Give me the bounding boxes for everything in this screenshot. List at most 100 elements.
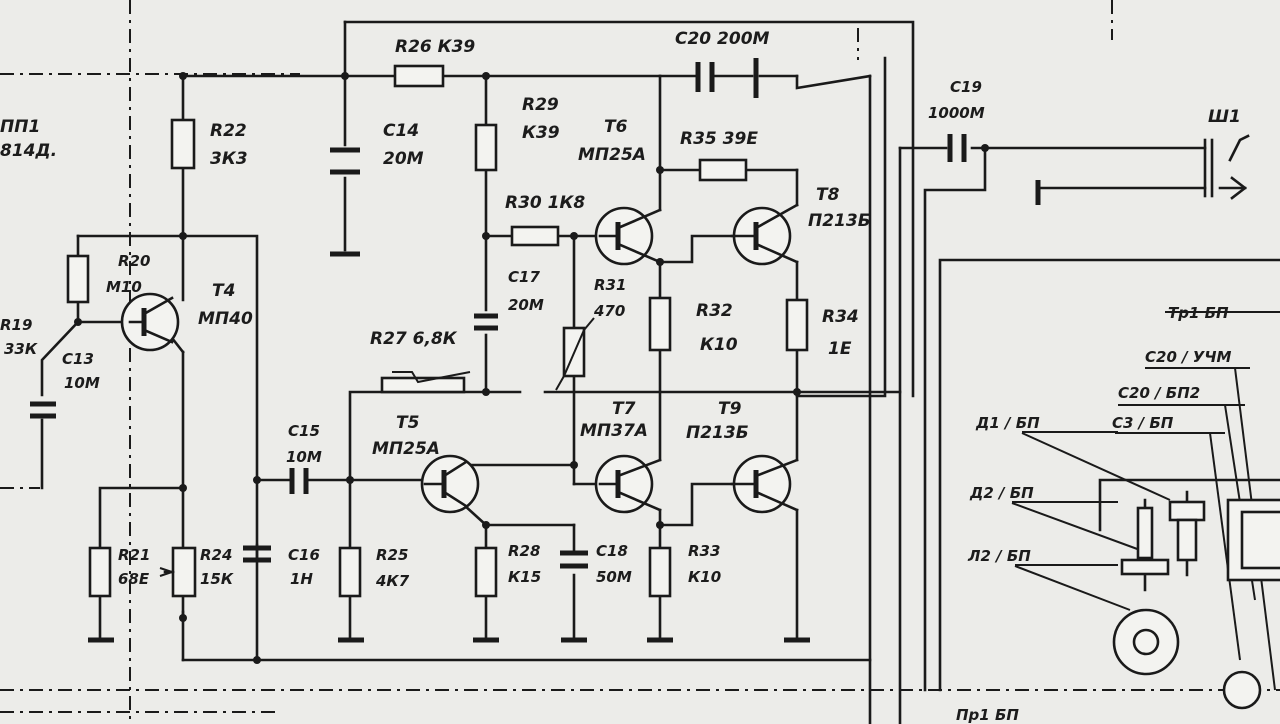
capacitor-c13 (30, 401, 56, 419)
capacitor-c17 (474, 313, 498, 331)
label-r27: R27 6,8К (370, 329, 458, 349)
label-r25-value: 4К7 (375, 572, 410, 590)
label-r33-value: К10 (688, 568, 721, 586)
diode-d2 (1120, 498, 1170, 592)
resistor-r26 (393, 64, 445, 88)
label-t5-type: МП25А (372, 439, 440, 459)
lamp-l2 (1112, 608, 1180, 676)
label-r32-value: К10 (700, 335, 738, 355)
label-c20-uchm: С20 / УЧМ (1145, 348, 1231, 366)
transformer (1226, 498, 1280, 582)
junction-dots (74, 72, 989, 664)
resistor-r30 (510, 225, 560, 247)
label-r29: R29 (522, 95, 559, 115)
label-d2-bp: Д2 / БП (969, 484, 1034, 502)
capacitors (30, 58, 967, 569)
label-r24: R24 (200, 546, 232, 564)
transistor-t7 (594, 454, 662, 514)
resistor-r34 (785, 298, 809, 352)
label-r19-value: 33К (4, 340, 38, 358)
label-c20: С20 200М (675, 29, 770, 49)
label-t7-type: МП37А (580, 421, 648, 441)
label-c19-value: 1000М (928, 104, 985, 122)
label-r31-value: 470 (593, 302, 625, 320)
label-c14: С14 (383, 121, 419, 141)
label-r34: R34 (822, 307, 859, 327)
transistor-t9 (730, 454, 799, 514)
label-vd1: ПП1 (0, 117, 40, 137)
resistor-r33 (648, 546, 672, 598)
resistor-r21 (88, 546, 112, 598)
transistors (120, 203, 799, 514)
label-r24-value: 15К (200, 570, 234, 588)
label-r28: R28 (508, 542, 540, 560)
resistors (66, 64, 809, 598)
capacitor-c16 (243, 545, 271, 563)
label-l2-bp: Л2 / БП (967, 547, 1031, 565)
capacitor-c19 (947, 134, 967, 162)
power-supply-parts (1112, 490, 1280, 710)
label-c19: С19 (950, 78, 982, 96)
label-c15: С15 (288, 422, 320, 440)
label-c18-value: 50М (596, 568, 632, 586)
label-c17-value: 20М (508, 296, 544, 314)
labels: ПП1 814Д. R19 33К С13 10М R20 М10 R22 3К… (0, 29, 1241, 724)
label-r19: R19 (0, 316, 32, 334)
potentiometer-r27 (380, 376, 466, 394)
label-r30: R30 1К8 (505, 193, 585, 213)
label-t9-type: П213Б (686, 423, 749, 443)
label-r22: R22 (210, 121, 247, 141)
fuse (1222, 670, 1262, 710)
label-t6-type: МП25А (578, 145, 646, 165)
resistor-r35 (698, 158, 748, 182)
label-bottom: Пр1 БП (956, 706, 1019, 724)
label-t8: Т8 (816, 185, 840, 205)
label-t5: Т5 (396, 413, 419, 433)
label-c13-value: 10М (64, 374, 100, 392)
label-t9: Т9 (718, 399, 742, 419)
label-r26: R26 К39 (395, 37, 475, 57)
resistor-r22 (170, 118, 196, 170)
label-r35: R35 39Е (680, 129, 758, 149)
label-sh1: Ш1 (1208, 107, 1241, 127)
label-r33: R33 (688, 542, 720, 560)
label-c3-bp: С3 / БП (1112, 414, 1174, 432)
capacitor-c18 (560, 550, 588, 569)
resistor-r24 (171, 546, 197, 598)
resistor-r32 (648, 296, 672, 352)
capacitor-c15 (289, 468, 309, 494)
label-c14-value: 20М (383, 149, 424, 169)
label-t7: Т7 (612, 399, 636, 419)
label-c15-value: 10М (286, 448, 322, 466)
resistor-r20 (66, 254, 90, 304)
transistor-t6 (594, 206, 662, 266)
transistor-t5 (420, 454, 480, 514)
resistor-r25 (338, 546, 362, 598)
capacitor-c14 (330, 147, 360, 175)
label-r21: R21 (118, 546, 150, 564)
label-t4-type: МП40 (198, 309, 253, 329)
label-r31: R31 (594, 276, 626, 294)
label-r20-value: М10 (106, 278, 142, 296)
diode-d1 (1168, 490, 1206, 577)
resistor-r28 (474, 546, 498, 598)
label-t4: Т4 (212, 281, 235, 301)
label-r22-value: 3К3 (210, 149, 248, 169)
label-c20-bp2: С20 / БП2 (1118, 384, 1200, 402)
ground-symbols (88, 251, 810, 643)
label-r28-value: К15 (508, 568, 541, 586)
label-c13: С13 (62, 350, 94, 368)
label-r21-value: 68Е (118, 570, 150, 588)
label-c16: С16 (288, 546, 320, 564)
resistor-r29 (474, 123, 498, 172)
label-t8-type: П213Б (808, 211, 871, 231)
capacitor-c20 (695, 58, 759, 98)
label-r32: R32 (696, 301, 733, 321)
label-c18: С18 (596, 542, 628, 560)
label-d1-bp: Д1 / БП (975, 414, 1040, 432)
transistor-t4 (120, 292, 180, 352)
transistor-t8 (730, 203, 799, 266)
